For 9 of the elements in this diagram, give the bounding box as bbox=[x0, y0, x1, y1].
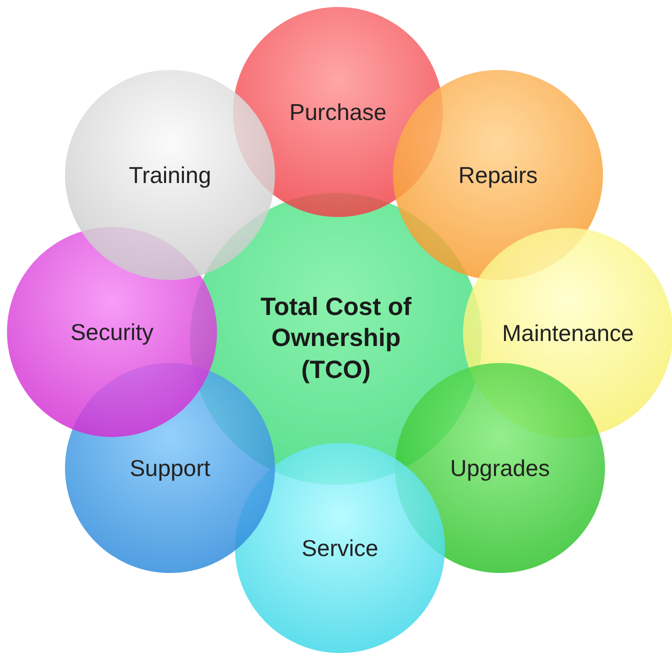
center-title: Total Cost of Ownership (TCO) bbox=[260, 292, 412, 386]
bubble-label: Service bbox=[302, 534, 378, 562]
bubble-label: Upgrades bbox=[450, 454, 550, 482]
bubble-label: Purchase bbox=[289, 98, 387, 126]
bubble-label: Support bbox=[130, 454, 210, 482]
bubble-label: Maintenance bbox=[502, 320, 634, 346]
bubble-label: Training bbox=[128, 162, 212, 188]
bubble-label: Security bbox=[70, 318, 154, 346]
bubble-label: Repairs bbox=[458, 162, 538, 188]
